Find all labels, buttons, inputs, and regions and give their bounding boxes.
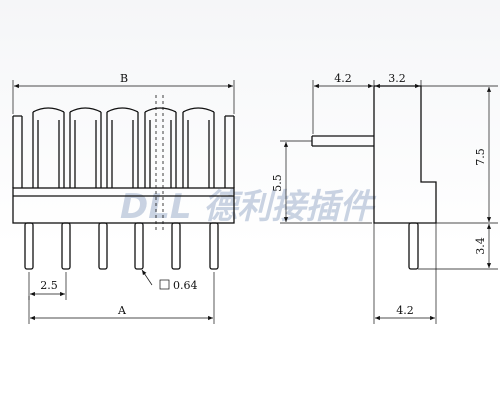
dim-b: B (12, 72, 235, 114)
dim-pin-square: 0.64 (141, 269, 198, 292)
side-housing (373, 85, 437, 224)
pins (24, 222, 219, 270)
side-view: 4.2 3.2 5.5 7.5 3.4 4.2 (271, 72, 498, 324)
dim-side-top: 4.2 3.2 (312, 72, 422, 134)
square-symbol-icon (159, 279, 170, 290)
dim-side-55: 5.5 (271, 140, 372, 224)
dim-side-34: 3.4 (418, 224, 498, 270)
dim-b-label: B (120, 72, 128, 85)
dim-a: A (28, 272, 215, 324)
dim-bottom-width-label: 4.2 (396, 304, 414, 317)
dim-offset-left-label: 4.2 (334, 72, 352, 85)
dim-height-right-label: 7.5 (474, 148, 487, 166)
side-top-pin (311, 135, 374, 147)
watermark: DLL 德利接插件 (120, 187, 377, 227)
dim-side-bottom: 4.2 (373, 223, 437, 324)
dim-height-left-label: 5.5 (271, 174, 284, 192)
front-view: B 2.5 0.64 A (12, 72, 235, 324)
dim-side-75: 7.5 (421, 85, 498, 224)
dim-pitch: 2.5 (28, 272, 67, 300)
dim-pin-length-label: 3.4 (474, 237, 487, 255)
dim-offset-right-label: 3.2 (388, 72, 406, 85)
side-bottom-pin (408, 222, 419, 270)
dim-a-label: A (117, 304, 127, 317)
connector-base (12, 187, 235, 224)
housing-walls (12, 95, 235, 230)
dim-pitch-label: 2.5 (40, 279, 58, 292)
dim-pin-square-label: 0.64 (173, 279, 198, 292)
